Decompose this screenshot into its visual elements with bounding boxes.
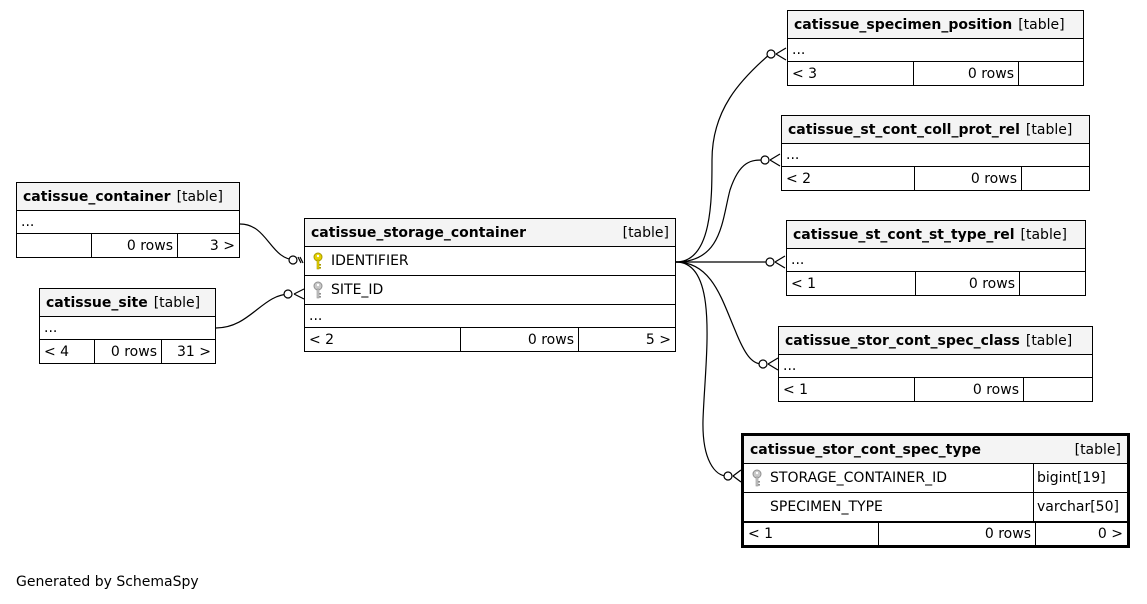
children-count: 3 > xyxy=(209,237,235,254)
relation-site-storage xyxy=(215,293,291,329)
column-name: SPECIMEN_TYPE xyxy=(770,499,883,515)
column-name: IDENTIFIER xyxy=(331,253,409,269)
table-catissue-stor-cont-spec-type[interactable]: catissue_stor_cont_spec_type [table] STO… xyxy=(741,433,1130,548)
table-tag: [table] xyxy=(622,224,669,241)
children-count xyxy=(1024,378,1092,401)
table-footer: < 1 0 rows 0 > xyxy=(744,522,1127,545)
ellipsis-row: ... xyxy=(787,249,1085,272)
table-name: catissue_site xyxy=(46,294,148,311)
table-header: catissue_storage_container [table] xyxy=(305,219,675,247)
children-count xyxy=(1020,272,1085,295)
row-count: 0 rows xyxy=(915,167,1022,190)
table-header: catissue_container [table] xyxy=(17,183,239,211)
foreign-key-icon xyxy=(313,281,323,299)
children-count xyxy=(1019,62,1083,85)
ellipsis-row: ... xyxy=(40,317,215,340)
table-header: catissue_st_cont_coll_prot_rel [table] xyxy=(782,116,1089,144)
row-count: 0 rows xyxy=(915,378,1024,401)
parents-count: < 1 xyxy=(787,272,916,295)
table-name: catissue_stor_cont_spec_type xyxy=(750,441,981,458)
row-count: 0 rows xyxy=(916,272,1020,295)
optional-marker xyxy=(288,255,298,265)
table-footer: < 1 0 rows xyxy=(779,378,1092,401)
table-header: catissue_stor_cont_spec_class [table] xyxy=(779,327,1092,355)
table-tag: [table] xyxy=(1020,226,1067,243)
parents-count: < 2 xyxy=(305,328,461,351)
table-footer: 0 rows 3 > xyxy=(17,234,239,257)
table-name: catissue_st_cont_coll_prot_rel xyxy=(788,121,1020,138)
column-name: SITE_ID xyxy=(331,282,384,298)
relation-storage-spec-class xyxy=(675,261,763,365)
table-catissue-container[interactable]: catissue_container [table] ... 0 rows 3 … xyxy=(16,182,240,258)
children-count xyxy=(1022,167,1089,190)
table-header: catissue_site [table] xyxy=(40,289,215,317)
relation-container-storage xyxy=(239,223,297,261)
table-tag: [table] xyxy=(1018,16,1065,33)
relation-storage-spec-type xyxy=(675,261,728,477)
parents-count: < 1 xyxy=(779,378,915,401)
ellipsis-row: ... xyxy=(779,355,1092,378)
ellipsis-row: ... xyxy=(788,39,1083,62)
table-header: catissue_st_cont_st_type_rel [table] xyxy=(787,221,1085,249)
optional-marker xyxy=(760,155,770,165)
table-catissue-specimen-position[interactable]: catissue_specimen_position [table] ... <… xyxy=(787,10,1084,86)
foreign-key-icon xyxy=(752,469,762,487)
table-footer: < 1 0 rows xyxy=(787,272,1085,295)
ellipsis-row: ... xyxy=(782,144,1089,167)
table-catissue-st-cont-coll-prot-rel[interactable]: catissue_st_cont_coll_prot_rel [table] .… xyxy=(781,115,1090,191)
children-count: 0 > xyxy=(1097,526,1123,542)
table-name: catissue_st_cont_st_type_rel xyxy=(793,226,1015,243)
parents-count: < 2 xyxy=(782,167,915,190)
table-catissue-site[interactable]: catissue_site [table] ... < 4 0 rows 31 … xyxy=(39,288,216,364)
relation-storage-coll-prot-rel xyxy=(675,159,765,263)
table-catissue-storage-container[interactable]: catissue_storage_container [table] IDENT… xyxy=(304,218,676,352)
parents-count: < 4 xyxy=(40,340,95,363)
optional-marker xyxy=(723,471,733,481)
table-tag: [table] xyxy=(153,294,201,311)
table-footer: < 2 0 rows xyxy=(782,167,1089,190)
optional-marker xyxy=(765,257,775,267)
relation-storage-specimen-position xyxy=(675,53,771,263)
column-row[interactable]: STORAGE_CONTAINER_ID bigint[19] xyxy=(744,464,1127,493)
table-name: catissue_stor_cont_spec_class xyxy=(785,332,1020,349)
table-name: catissue_specimen_position xyxy=(794,16,1013,33)
table-name: catissue_container xyxy=(23,188,171,205)
table-tag: [table] xyxy=(176,188,223,205)
table-header: catissue_stor_cont_spec_type [table] xyxy=(744,436,1127,464)
row-count: 0 rows xyxy=(92,234,178,257)
table-catissue-st-cont-st-type-rel[interactable]: catissue_st_cont_st_type_rel [table] ...… xyxy=(786,220,1086,296)
optional-marker xyxy=(766,49,776,59)
row-count: 0 rows xyxy=(914,62,1019,85)
table-footer: < 4 0 rows 31 > xyxy=(40,340,215,363)
table-tag: [table] xyxy=(1025,332,1073,349)
optional-marker xyxy=(283,289,293,299)
table-tag: [table] xyxy=(1074,441,1121,458)
primary-key-icon xyxy=(313,252,323,270)
table-footer: < 3 0 rows xyxy=(788,62,1083,85)
optional-marker xyxy=(758,359,768,369)
parents-count: < 1 xyxy=(744,523,879,545)
children-count: 5 > xyxy=(645,331,671,348)
table-header: catissue_specimen_position [table] xyxy=(788,11,1083,39)
column-row[interactable]: SPECIMEN_TYPE varchar[50] xyxy=(744,493,1127,522)
column-type: bigint[19] xyxy=(1037,470,1106,486)
row-count: 0 rows xyxy=(95,340,162,363)
table-name: catissue_storage_container xyxy=(311,224,527,241)
column-row[interactable]: IDENTIFIER xyxy=(305,247,675,276)
column-name: STORAGE_CONTAINER_ID xyxy=(770,470,948,486)
row-count: 0 rows xyxy=(879,523,1036,545)
parents-count: < 3 xyxy=(788,62,914,85)
table-catissue-stor-cont-spec-class[interactable]: catissue_stor_cont_spec_class [table] ..… xyxy=(778,326,1093,402)
row-count: 0 rows xyxy=(461,328,579,351)
generated-by-note: Generated by SchemaSpy xyxy=(16,574,199,590)
column-row[interactable]: SITE_ID xyxy=(305,276,675,305)
ellipsis-row: ... xyxy=(17,211,239,234)
children-count: 31 > xyxy=(177,343,211,360)
column-type: varchar[50] xyxy=(1037,499,1119,515)
table-footer: < 2 0 rows 5 > xyxy=(305,328,675,351)
parents-count xyxy=(17,234,92,257)
table-tag: [table] xyxy=(1025,121,1073,138)
ellipsis-row: ... xyxy=(305,305,675,328)
